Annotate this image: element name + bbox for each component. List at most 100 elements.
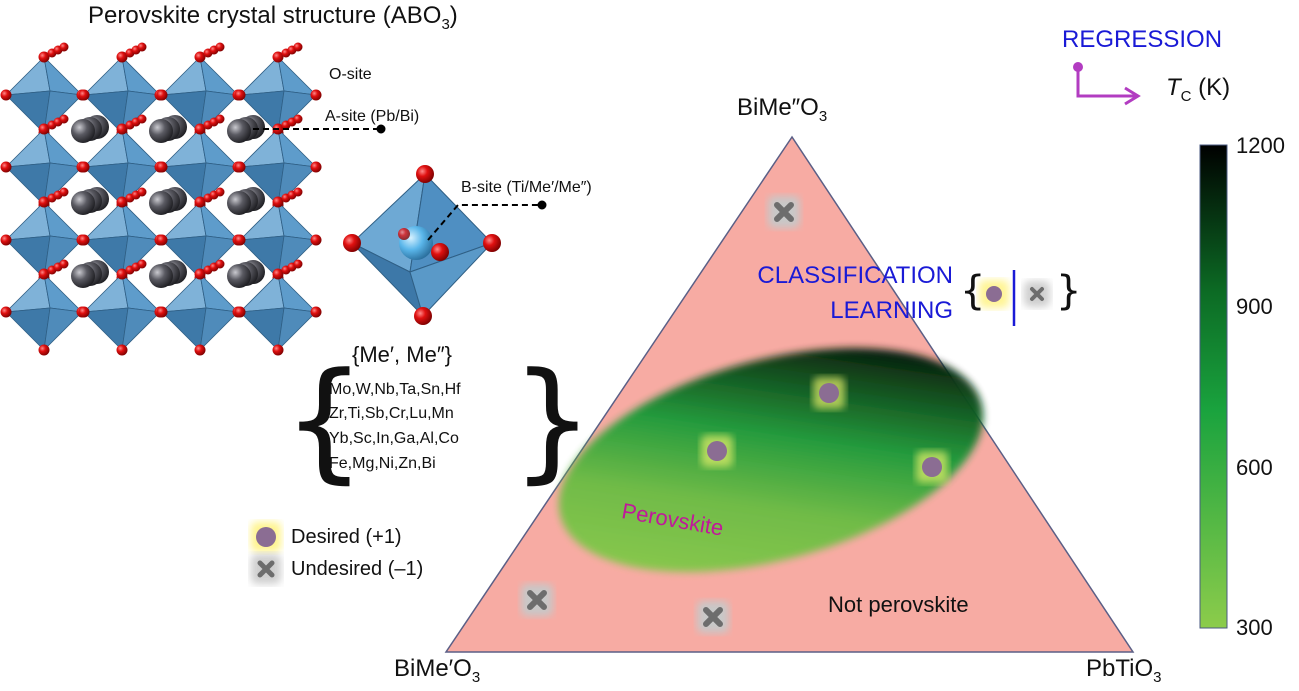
- oxygen-atom: [137, 114, 147, 124]
- oxygen-atom: [137, 42, 147, 52]
- oxygen-atom: [194, 268, 206, 280]
- oxygen-atom: [272, 344, 284, 356]
- undesired-marker: [521, 584, 553, 616]
- top-vertex-label: BiMe″O3: [737, 94, 828, 125]
- elements-close-brace: }: [511, 344, 594, 496]
- oxygen-atom: [78, 306, 90, 318]
- oxygen-atom: [38, 268, 50, 280]
- lattice-octahedron: [78, 42, 166, 139]
- classification-open-brace: {: [960, 268, 986, 314]
- colorbar-tick: 1200: [1236, 133, 1285, 158]
- colorbar-tick: 600: [1236, 455, 1273, 480]
- oxygen-atom: [293, 114, 303, 124]
- elements-open-brace: {: [283, 344, 366, 496]
- lattice-octahedron: [0, 259, 88, 356]
- oxygen-atom: [234, 234, 246, 246]
- a-site-label: A-site (Pb/Bi): [325, 108, 420, 125]
- b-site-label: B-site (Ti/Me′/Me″): [461, 179, 592, 196]
- oxygen-atom: [234, 161, 246, 173]
- oxygen-atom: [272, 51, 284, 63]
- oxygen-atom: [116, 51, 128, 63]
- elements-row: Zr,Ti,Sb,Cr,Lu,Mn: [329, 405, 454, 422]
- regression-title: REGRESSION: [1062, 26, 1223, 53]
- oxygen-atom: [78, 161, 90, 173]
- desired-markers: [701, 377, 948, 483]
- oxygen-atom: [38, 51, 50, 63]
- legend-markers: [251, 522, 281, 584]
- oxygen-atom: [293, 42, 303, 52]
- leader-lines: [253, 124, 547, 241]
- oxygen-atom: [272, 268, 284, 280]
- oxygen-atom: [116, 344, 128, 356]
- classification-line2: LEARNING: [830, 297, 953, 324]
- regression-arrow: [1073, 62, 1141, 106]
- crystal-lattice: [0, 42, 322, 356]
- oxygen-atom: [215, 42, 225, 52]
- oxygen-atom: [156, 89, 168, 101]
- oxygen-atom: [215, 187, 225, 197]
- right-vertex-label: PbTiO3: [1086, 655, 1162, 686]
- oxygen-atom: [38, 344, 50, 356]
- oxygen-atom: [194, 344, 206, 356]
- desired-marker: [813, 377, 845, 409]
- undesired-marker: [697, 601, 729, 633]
- oxygen-atom: [0, 89, 12, 101]
- desired-marker: [701, 435, 733, 467]
- colorbar: [1199, 144, 1228, 629]
- undesired-marker: [768, 196, 800, 228]
- oxygen-atom: [194, 51, 206, 63]
- legend-desired-label: Desired (+1): [291, 526, 402, 548]
- oxygen-atom: [59, 42, 69, 52]
- oxygen-atom: [78, 89, 90, 101]
- oxygen-atom: [310, 161, 322, 173]
- structure-title: Perovskite crystal structure (ABO3): [88, 2, 458, 33]
- classification-close-brace: }: [1056, 268, 1082, 314]
- elements-row: Yb,Sc,In,Ga,Al,Co: [329, 430, 459, 447]
- lattice-octahedron: [0, 187, 88, 284]
- oxygen-atom: [156, 161, 168, 173]
- a-site-atom: [149, 264, 173, 288]
- oxygen-atom: [116, 196, 128, 208]
- oxygen-atom: [38, 123, 50, 135]
- a-site-atom: [71, 191, 95, 215]
- o-site-label: O-site: [329, 66, 372, 83]
- lattice-octahedron: [234, 114, 322, 211]
- desired-marker: [916, 451, 948, 483]
- a-site-atom: [71, 119, 95, 143]
- oxygen-atom: [310, 89, 322, 101]
- oxygen-atom: [156, 234, 168, 246]
- oxygen-atom: [156, 306, 168, 318]
- oxygen-atom: [293, 187, 303, 197]
- oxygen-atom: [310, 234, 322, 246]
- left-vertex-label: BiMe′O3: [394, 655, 481, 686]
- oxygen-atom: [234, 306, 246, 318]
- oxygen-atom: [59, 259, 69, 269]
- oxygen-atom: [234, 89, 246, 101]
- elements-row: Mo,W,Nb,Ta,Sn,Hf: [329, 381, 461, 398]
- oxygen-atom: [137, 259, 147, 269]
- elements-title: {Me′, Me″}: [352, 342, 452, 367]
- perovskite-region: [558, 348, 984, 572]
- b-site-octahedron: [343, 165, 501, 325]
- oxygen-atom: [0, 306, 12, 318]
- a-site-atom: [227, 264, 251, 288]
- a-site-atom: [149, 119, 173, 143]
- oxygen-atom: [272, 196, 284, 208]
- elements-row: Fe,Mg,Ni,Zn,Bi: [329, 455, 436, 472]
- oxygen-atom: [137, 187, 147, 197]
- oxygen-atom: [0, 234, 12, 246]
- colorbar-tick: 300: [1236, 615, 1273, 640]
- lattice-octahedron: [156, 42, 244, 139]
- legend-undesired-label: Undesired (–1): [291, 558, 424, 580]
- regression-target: TC (K): [1166, 74, 1231, 105]
- oxygen-atom: [194, 123, 206, 135]
- oxygen-atom: [215, 114, 225, 124]
- a-site-atom: [149, 191, 173, 215]
- oxygen-atom: [293, 259, 303, 269]
- a-site-atom: [227, 191, 251, 215]
- oxygen-atom: [215, 259, 225, 269]
- oxygen-atom: [38, 196, 50, 208]
- oxygen-atom: [310, 306, 322, 318]
- lattice-octahedron: [234, 259, 322, 356]
